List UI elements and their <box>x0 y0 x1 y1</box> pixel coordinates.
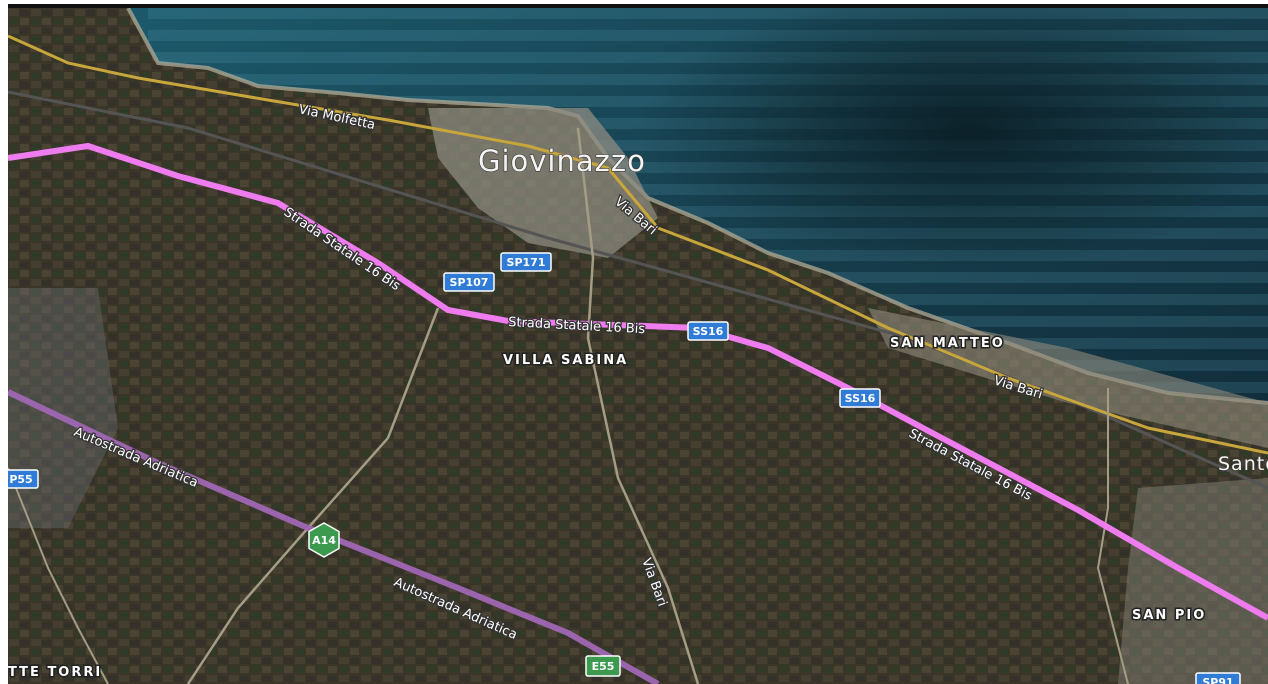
label-san-matteo: SAN MATTEO <box>890 336 1005 351</box>
shield-sp171-text: SP171 <box>507 256 546 269</box>
label-giovinazzo: Giovinazzo <box>478 144 646 178</box>
map-canvas[interactable]: Giovinazzo VILLA SABINA SAN MATTEO SAN P… <box>8 8 1268 684</box>
local-road-east <box>1096 388 1129 684</box>
san-pio-urban-area <box>1118 478 1268 684</box>
shield-ss16-east: SS16 <box>839 388 881 408</box>
shield-sp91-text: SP91 <box>1202 676 1233 684</box>
via-molfetta-road <box>8 34 1268 455</box>
autostrada-line <box>8 389 660 684</box>
local-road-southwest <box>8 467 109 684</box>
shield-sp55-text: P55 <box>9 473 32 486</box>
ss16bis-line <box>8 142 1268 621</box>
satellite-map-view[interactable]: Giovinazzo VILLA SABINA SAN MATTEO SAN P… <box>8 8 1268 684</box>
label-villa-sabina: VILLA SABINA <box>503 353 628 368</box>
local-road-vertical <box>576 127 700 684</box>
sea-dark-patch <box>638 8 1268 268</box>
land-area <box>8 8 1268 684</box>
shield-ss16-east-text: SS16 <box>845 392 876 405</box>
label-santo: Santo <box>1218 453 1268 475</box>
shield-sp171: SP171 <box>500 252 552 272</box>
label-torri: TTE TORRI <box>8 665 102 680</box>
giovinazzo-urban-area <box>428 108 658 258</box>
shield-e55: E55 <box>585 655 621 677</box>
shield-ss16-center: SS16 <box>687 321 729 341</box>
top-border <box>8 4 1268 8</box>
shield-a14-text: A14 <box>312 534 336 547</box>
shield-a14: A14 <box>308 522 340 558</box>
shield-sp55: P55 <box>8 469 39 489</box>
label-san-pio: SAN PIO <box>1132 608 1206 623</box>
shield-sp107-text: SP107 <box>450 276 489 289</box>
shield-e55-text: E55 <box>592 660 615 673</box>
shield-ss16-center-text: SS16 <box>693 325 724 338</box>
shield-sp91: SP91 <box>1195 672 1241 684</box>
san-matteo-urban-area <box>868 308 1268 448</box>
shield-sp107: SP107 <box>443 272 495 292</box>
west-greenhouses-area <box>8 288 118 528</box>
